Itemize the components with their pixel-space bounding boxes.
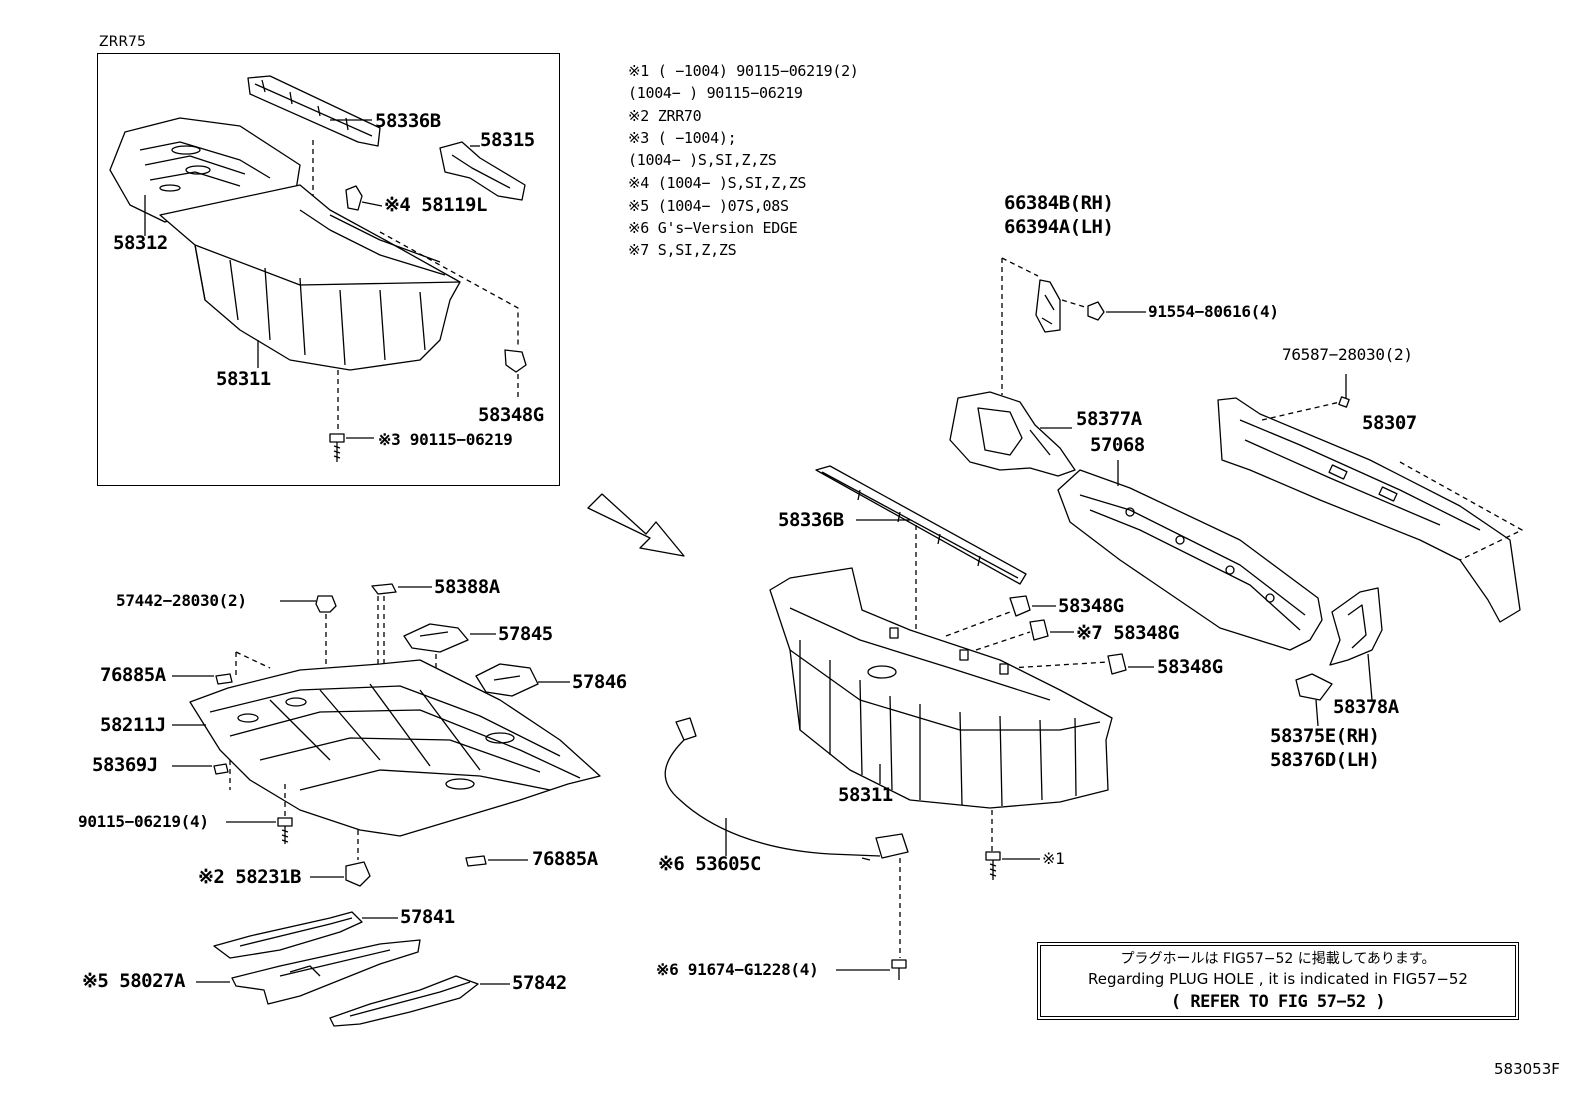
inset-part-58315 (439, 141, 526, 201)
label-58307[interactable]: 58307 (1362, 412, 1417, 434)
part-57841 (213, 911, 363, 959)
inset-part-58119L (345, 185, 363, 211)
inset-part-58348G (504, 349, 527, 373)
part-58336B (815, 465, 1027, 585)
label-53605C[interactable]: ※6 53605C (658, 853, 761, 875)
label-76885A-1[interactable]: 76885A (100, 664, 166, 686)
note-line-4: ※3 ( −1004); (628, 129, 737, 147)
part-66384B (1035, 279, 1061, 333)
label-inset-58336B[interactable]: 58336B (375, 110, 441, 132)
label-90115[interactable]: 90115−06219(4) (78, 812, 209, 831)
label-57068[interactable]: 57068 (1090, 434, 1145, 456)
part-58377A (949, 391, 1076, 477)
label-57841[interactable]: 57841 (400, 906, 455, 928)
part-58348G-clip-3 (1107, 653, 1127, 675)
note-line-5: (1004− )S,SI,Z,ZS (628, 151, 777, 169)
label-58348G-2[interactable]: ※7 58348G (1076, 622, 1179, 644)
part-53605C (664, 717, 909, 861)
part-76885A-1 (215, 673, 233, 685)
part-90115-bolt (277, 817, 293, 844)
inset-title: ZRR75 (99, 34, 146, 50)
label-58375E[interactable]: 58375E(RH) (1270, 725, 1380, 747)
label-58348G-3[interactable]: 58348G (1157, 656, 1223, 678)
part-91554-bolt (1087, 301, 1105, 321)
inset-part-58311 (159, 184, 461, 371)
figure-number: 583053F (1494, 1060, 1560, 1078)
note-line-2: (1004− ) 90115−06219 (628, 84, 803, 102)
direction-arrow (587, 493, 685, 557)
part-58375E (1295, 673, 1333, 701)
label-66384B[interactable]: 66384B(RH) (1004, 192, 1114, 214)
part-57442-clip (315, 595, 337, 613)
label-57442[interactable]: 57442−28030(2) (116, 591, 247, 610)
part-58378A (1329, 587, 1383, 666)
note-line-7: ※5 (1004− )07S,08S (628, 197, 789, 215)
label-58027A[interactable]: ※5 58027A (82, 970, 185, 992)
label-76587[interactable]: 76587−28030(2) (1282, 345, 1413, 364)
part-76885A-2 (465, 855, 487, 867)
label-inset-58311[interactable]: 58311 (216, 368, 271, 390)
label-inset-58315[interactable]: 58315 (480, 129, 535, 151)
part-57846 (475, 663, 539, 697)
note-line-3: ※2 ZRR70 (628, 107, 702, 125)
label-58231B[interactable]: ※2 58231B (198, 866, 301, 888)
part-57845 (403, 623, 469, 653)
label-91554[interactable]: 91554−80616(4) (1148, 302, 1279, 321)
label-58377A[interactable]: 58377A (1076, 408, 1142, 430)
label-58348G-1[interactable]: 58348G (1058, 595, 1124, 617)
note-line-1: ※1 ( −1004) 90115−06219(2) (628, 62, 859, 80)
label-58211J[interactable]: 58211J (100, 714, 166, 736)
label-inset-90115[interactable]: ※3 90115−06219 (378, 430, 513, 449)
label-ref1[interactable]: ※1 (1042, 849, 1065, 868)
label-66394A[interactable]: 66394A(LH) (1004, 216, 1114, 238)
part-57068 (1057, 469, 1323, 651)
plug-note-line-2: Regarding PLUG HOLE , it is indicated in… (1088, 970, 1468, 988)
part-58211J (189, 659, 601, 837)
label-57846[interactable]: 57846 (572, 671, 627, 693)
label-91674[interactable]: ※6 91674−G1228(4) (656, 960, 819, 979)
label-inset-58312[interactable]: 58312 (113, 232, 168, 254)
label-inset-58348G[interactable]: 58348G (478, 404, 544, 426)
note-line-6: ※4 (1004− )S,SI,Z,ZS (628, 174, 807, 192)
plug-note-line-1: プラグホールは FIG57−52 に掲載してあります。 (1120, 951, 1436, 967)
plug-note-line-3[interactable]: ( REFER TO FIG 57−52 ) (1170, 992, 1386, 1012)
inset-part-58312 (109, 117, 301, 223)
label-58311[interactable]: 58311 (838, 784, 893, 806)
label-76885A-2[interactable]: 76885A (532, 848, 598, 870)
label-58378A[interactable]: 58378A (1333, 696, 1399, 718)
label-inset-58119L[interactable]: ※4 58119L (384, 194, 487, 216)
plug-hole-note: プラグホールは FIG57−52 に掲載してあります。 Regarding PL… (1037, 942, 1519, 1020)
part-58231B (345, 861, 371, 887)
inset-bolt-90115 (329, 433, 345, 462)
part-58388A (371, 583, 397, 595)
part-58027A (231, 939, 421, 1005)
label-57842[interactable]: 57842 (512, 972, 567, 994)
label-58376D[interactable]: 58376D(LH) (1270, 749, 1380, 771)
inset-frame-zrr75 (97, 53, 560, 486)
note-line-8: ※6 G's−Version EDGE (628, 219, 798, 237)
ref1-bolt (985, 851, 1001, 880)
part-58369J (213, 763, 229, 775)
note-line-9: ※7 S,SI,Z,ZS (628, 241, 737, 259)
label-58336B[interactable]: 58336B (778, 509, 844, 531)
label-58388A[interactable]: 58388A (434, 576, 500, 598)
part-91674-bolt (891, 959, 907, 980)
part-58348G-clip-2 (1029, 619, 1049, 641)
part-58311 (769, 567, 1113, 809)
label-58369J[interactable]: 58369J (92, 754, 158, 776)
part-58348G-clip-1 (1009, 595, 1031, 617)
part-57842 (329, 975, 479, 1027)
part-58307 (1217, 397, 1521, 623)
label-57845[interactable]: 57845 (498, 623, 553, 645)
inset-part-58336B (247, 75, 381, 147)
